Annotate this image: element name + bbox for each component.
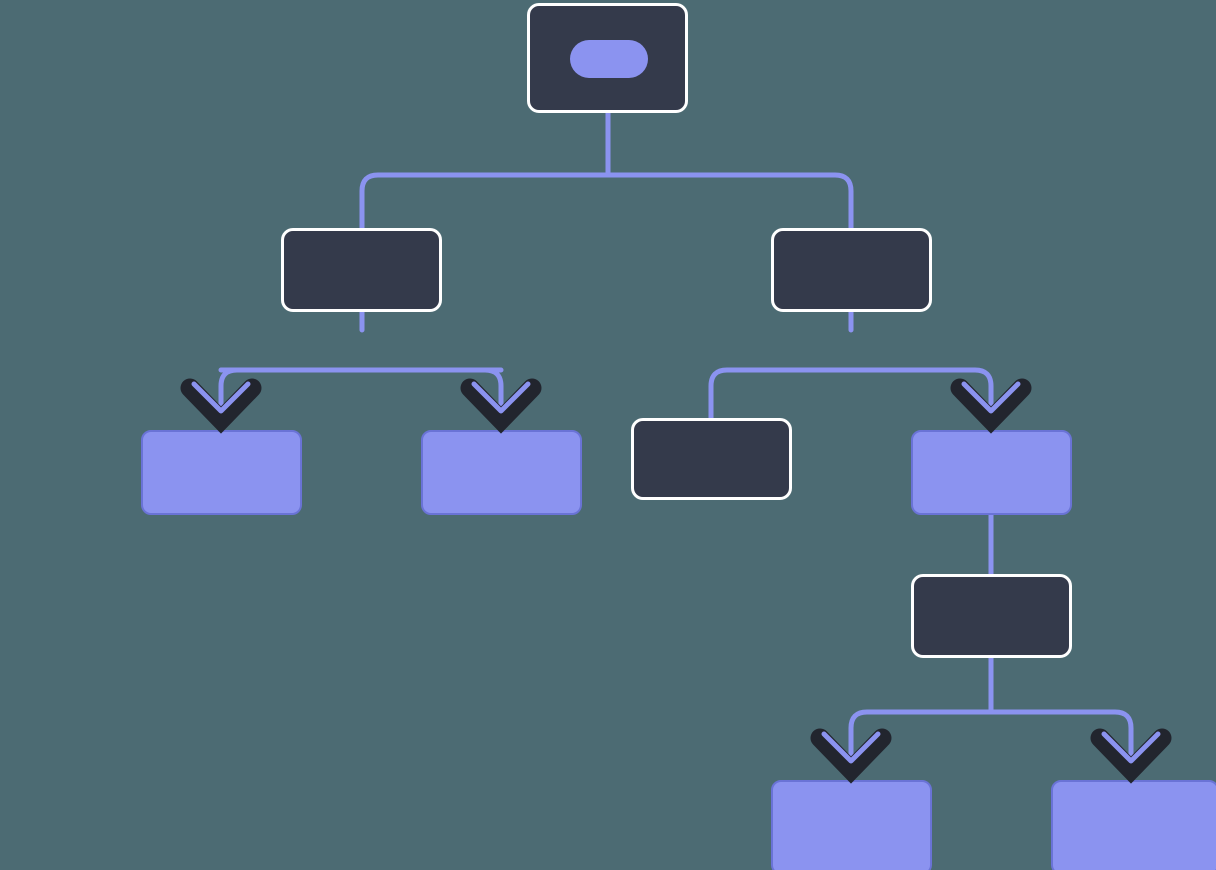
level4-dark-node[interactable] bbox=[911, 574, 1072, 658]
root-node-pill bbox=[570, 40, 648, 78]
level3-leaf-b[interactable] bbox=[421, 430, 582, 515]
level5-leaf-left[interactable] bbox=[771, 780, 932, 870]
edge-l4-to-l5left bbox=[848, 709, 994, 781]
edge-l2r-to-l3d-arrowhead bbox=[950, 378, 1032, 434]
level3-dark-node[interactable] bbox=[631, 418, 792, 500]
edge-l4-to-l5right bbox=[988, 709, 1134, 781]
level3-leaf-a[interactable] bbox=[141, 430, 302, 515]
level2-left-node[interactable] bbox=[281, 228, 442, 312]
level2-right-node[interactable] bbox=[771, 228, 932, 312]
edge-l2r-to-l3d bbox=[848, 367, 994, 431]
level3-leaf-d[interactable] bbox=[911, 430, 1072, 515]
edge-l4-to-l5left-arrowhead bbox=[810, 728, 892, 784]
edge-l4-to-l5right-arrowhead bbox=[1090, 728, 1172, 784]
edge-l2l-to-l3a bbox=[218, 367, 365, 431]
edge-l2l-to-l3b-arrowhead bbox=[460, 378, 542, 434]
edge-l2l-to-l3a-arrowhead bbox=[180, 378, 262, 434]
edge-l2r-to-l3c bbox=[708, 367, 854, 421]
level5-leaf-right[interactable] bbox=[1051, 780, 1216, 870]
edge-l2l-to-l3b bbox=[359, 367, 504, 431]
